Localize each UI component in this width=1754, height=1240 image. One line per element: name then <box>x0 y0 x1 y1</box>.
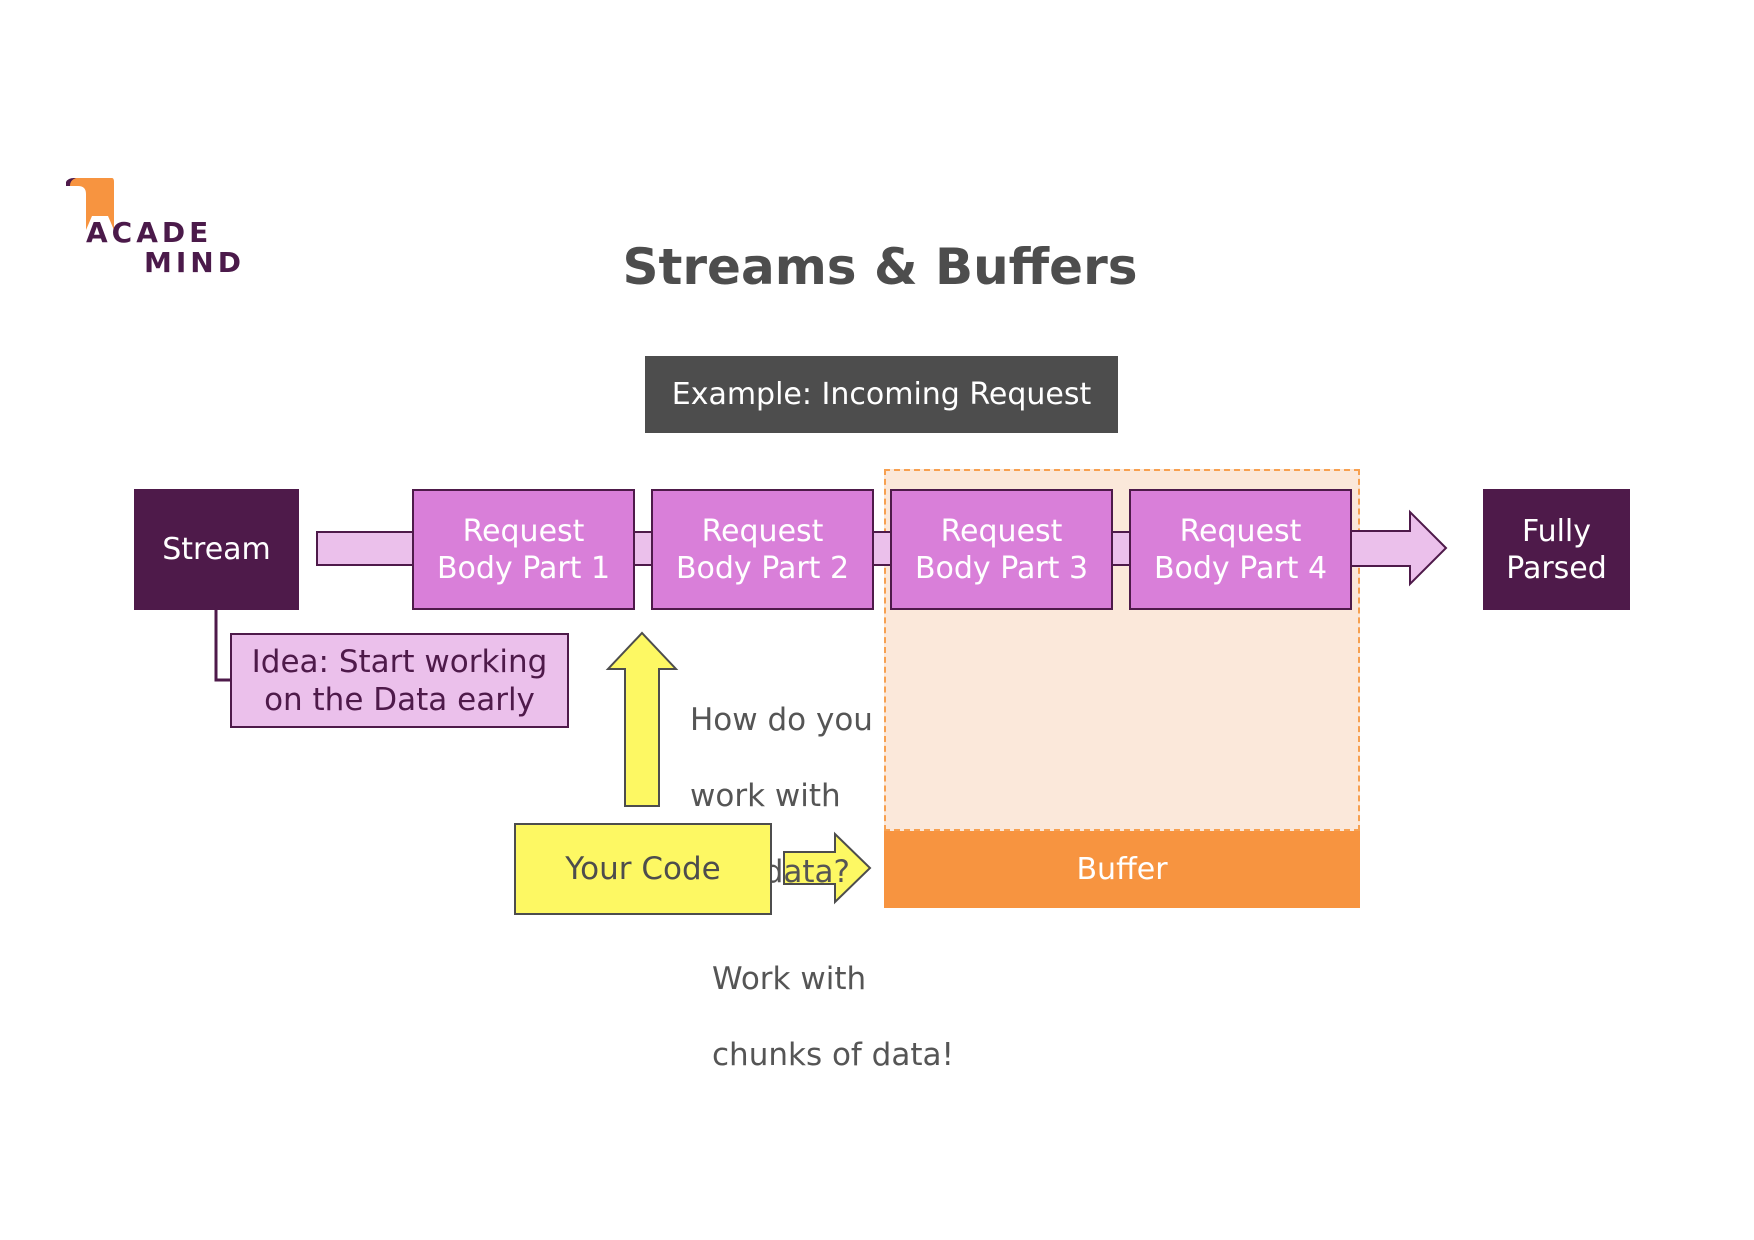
logo: ACADE MIND <box>64 176 245 279</box>
logo-line2: MIND <box>144 246 245 279</box>
fully-parsed-line2: Parsed <box>1506 550 1607 586</box>
up-arrow-icon <box>605 631 679 807</box>
request-part-1-line1: Request <box>462 513 585 549</box>
buffer-bar: Buffer <box>884 831 1360 908</box>
your-code-box: Your Code <box>514 823 772 915</box>
request-part-2-line1: Request <box>701 513 824 549</box>
fully-parsed-box: Fully Parsed <box>1483 489 1630 610</box>
fully-parsed-line1: Fully <box>1521 513 1592 549</box>
chunks-line2: chunks of data! <box>712 1037 954 1073</box>
request-part-4-line1: Request <box>1179 513 1302 549</box>
idea-box: Idea: Start working on the Data early <box>230 633 569 728</box>
request-part-3-line1: Request <box>940 513 1063 549</box>
request-part-1-line2: Body Part 1 <box>436 550 611 586</box>
idea-line2: on the Data early <box>264 681 535 718</box>
request-part-1: Request Body Part 1 <box>412 489 635 610</box>
request-part-4: Request Body Part 4 <box>1129 489 1352 610</box>
chunks-line1: Work with <box>712 961 867 997</box>
logo-line1: ACADE <box>86 216 213 249</box>
question-line1: How do you <box>690 702 873 738</box>
example-label: Example: Incoming Request <box>645 356 1118 433</box>
idea-line1: Idea: Start working <box>251 643 548 680</box>
request-part-4-line2: Body Part 4 <box>1153 550 1328 586</box>
chunks-note: Work with chunks of data! <box>712 922 972 1112</box>
question-line2: work with <box>690 778 841 814</box>
request-part-3: Request Body Part 3 <box>890 489 1113 610</box>
request-part-2: Request Body Part 2 <box>651 489 874 610</box>
logo-bookmark-icon <box>66 178 114 230</box>
request-part-2-line2: Body Part 2 <box>675 550 850 586</box>
stream-box: Stream <box>134 489 299 610</box>
request-part-3-line2: Body Part 3 <box>914 550 1089 586</box>
page-title: Streams & Buffers <box>622 238 1138 296</box>
